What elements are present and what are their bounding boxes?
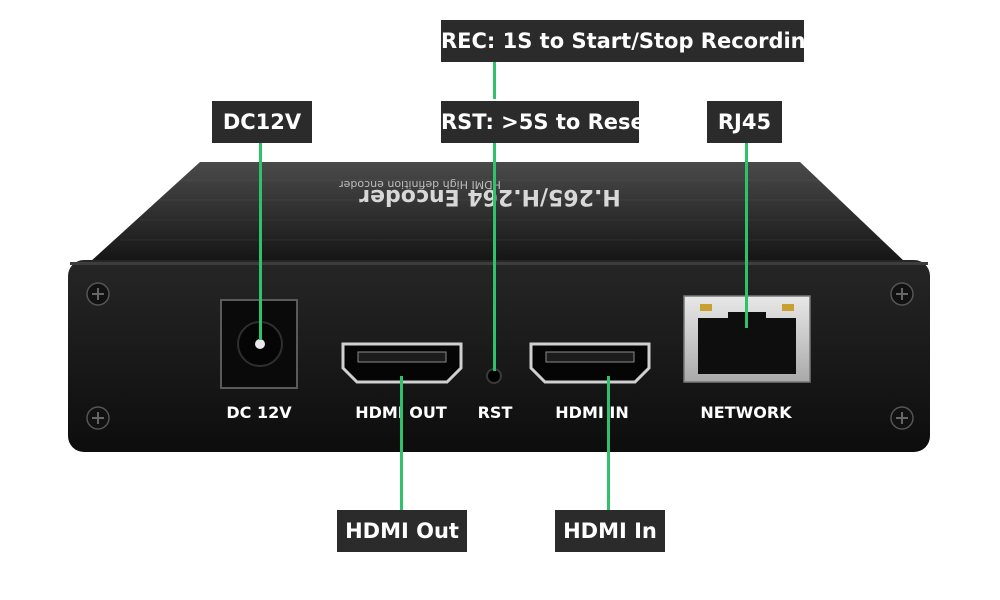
device-top-title: H.265/H.264 Encoder: [359, 184, 621, 209]
callout-rj45: RJ45: [707, 101, 782, 143]
callout-hdmi-out: HDMI Out: [337, 510, 467, 552]
leader-line-hdmi-in: [607, 376, 610, 510]
rst-button-hole: [486, 368, 502, 384]
hdmi-in-port: [529, 342, 651, 384]
device-front-bevel: [70, 262, 928, 265]
port-label-hdmi-in: HDMI IN: [555, 403, 628, 422]
leader-line-dc12v: [259, 143, 262, 340]
callout-rec: REC: 1S to Start/Stop Recording: [441, 20, 821, 62]
hdmi-out-port: [341, 342, 463, 384]
screw-top-left: [86, 282, 110, 306]
leader-line-rst: [493, 143, 496, 371]
leader-line-rj45: [745, 143, 748, 328]
screw-bottom-left: [86, 406, 110, 430]
leader-line-rec: [493, 62, 496, 99]
port-label-network: NETWORK: [700, 403, 792, 422]
device-top-subtitle: HDMI High definition encoder: [339, 178, 501, 191]
screw-bottom-right: [890, 406, 914, 430]
callout-dc12v: DC12V: [212, 101, 312, 143]
leader-line-hdmi-out: [400, 376, 403, 510]
callout-rst: RST: >5S to Reset: [441, 101, 655, 143]
device-top-panel: [90, 162, 905, 262]
port-label-rst: RST: [478, 403, 513, 422]
screw-top-right: [890, 282, 914, 306]
port-label-dc: DC 12V: [226, 403, 292, 422]
callout-hdmi-in: HDMI In: [555, 510, 665, 552]
